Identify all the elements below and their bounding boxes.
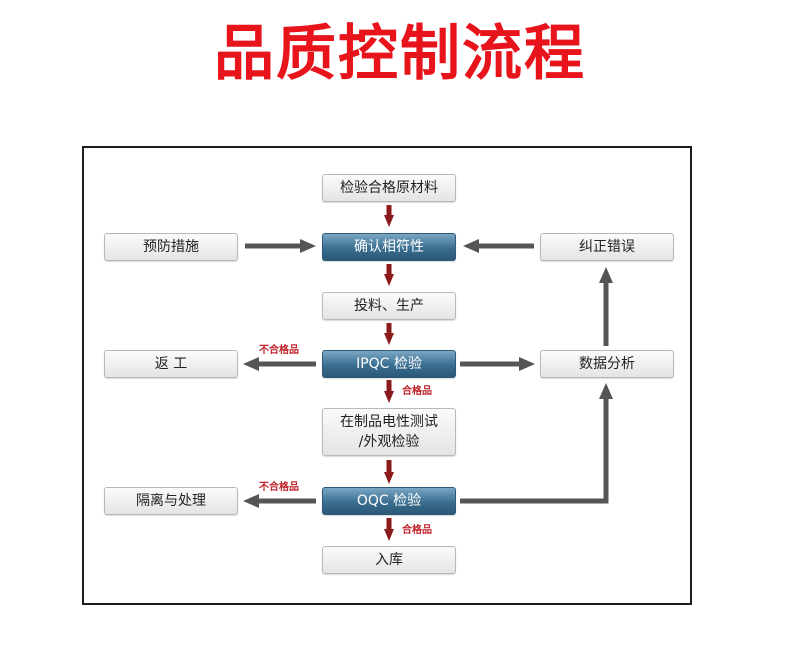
- node-prevent: 预防措施: [104, 233, 238, 261]
- node-ipqc: IPQC 检验: [322, 350, 456, 378]
- node-oqc: OQC 检验: [322, 487, 456, 515]
- node-rework: 返 工: [104, 350, 238, 378]
- node-correct: 纠正错误: [540, 233, 674, 261]
- node-wip-test: 在制品电性测试 /外观检验: [322, 408, 456, 456]
- node-wip-test-line2: /外观检验: [358, 434, 420, 450]
- page-title: 品质控制流程: [214, 19, 586, 89]
- tag-pass-ipqc: 合格品: [402, 386, 432, 397]
- node-wip-test-line1: 在制品电性测试: [340, 414, 438, 430]
- tag-fail-ipqc: 不合格品: [259, 345, 299, 356]
- gray-arrow-icon: [460, 383, 613, 504]
- tag-pass-oqc: 合格品: [402, 525, 432, 536]
- node-confirm: 确认相符性: [322, 233, 456, 261]
- node-storage: 入库: [322, 546, 456, 574]
- node-analysis: 数据分析: [540, 350, 674, 378]
- node-raw-material: 检验合格原材料: [322, 174, 456, 202]
- node-produce: 投料、生产: [322, 292, 456, 320]
- node-isolate: 隔离与处理: [104, 487, 238, 515]
- tag-fail-oqc: 不合格品: [259, 482, 299, 493]
